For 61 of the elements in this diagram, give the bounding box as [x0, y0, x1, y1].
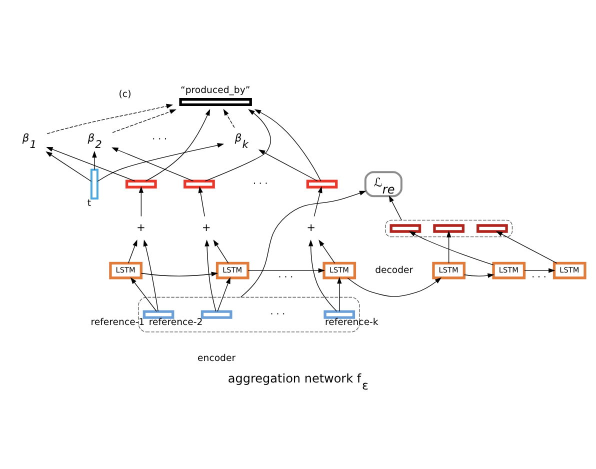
arrow [337, 277, 342, 312]
arrow [46, 104, 174, 134]
arrow [204, 109, 272, 182]
arrow [223, 108, 235, 128]
arrow [240, 190, 366, 298]
arrow [143, 240, 158, 312]
arrow [254, 109, 322, 182]
node-bar [200, 310, 232, 319]
arrow [46, 151, 92, 182]
arrow [464, 273, 494, 278]
arrow [388, 195, 402, 220]
arrow [217, 277, 230, 312]
arrow [128, 240, 138, 264]
node-bar [306, 180, 338, 188]
arrow [97, 143, 224, 182]
node-bar [125, 180, 157, 188]
label: · · · [270, 309, 286, 320]
arrow [112, 147, 194, 182]
node-bar [90, 168, 98, 200]
arrow [145, 108, 210, 182]
node-bar [142, 310, 174, 319]
node-text: + [136, 221, 146, 234]
arrow [204, 240, 216, 312]
arrow [112, 109, 176, 133]
label: encoder [198, 353, 236, 364]
arrow [258, 150, 318, 182]
edge-label: · · · [532, 272, 546, 284]
arrow [308, 240, 338, 312]
label: decoder [375, 265, 414, 276]
label: · · · [152, 134, 168, 146]
node-label: t [87, 198, 92, 209]
arrow [347, 277, 442, 297]
arrow [496, 231, 558, 264]
node-label: reference-k [325, 317, 378, 328]
arrow [130, 277, 157, 312]
arrow [198, 186, 205, 217]
node-bar [184, 180, 215, 188]
node-box [179, 98, 252, 106]
arrow [213, 240, 229, 264]
node-label: reference-1 [90, 317, 145, 328]
arrow [524, 268, 556, 273]
edge-label: · · · [278, 272, 294, 284]
arrow [408, 231, 494, 266]
arrow [92, 150, 97, 170]
label: (c) [118, 89, 132, 100]
node-label: “produced_by” [180, 84, 250, 96]
node-bar [433, 224, 464, 233]
arrow [446, 230, 452, 264]
arrow [140, 272, 218, 276]
arrow [318, 240, 336, 264]
label: · · · [252, 178, 268, 190]
node-text: + [202, 221, 211, 234]
arrow [46, 146, 136, 182]
node-bar [390, 224, 422, 233]
node-bar [476, 224, 508, 233]
arrow [248, 268, 326, 273]
node-bar [324, 310, 356, 319]
node-label: reference-2 [148, 317, 203, 328]
arrow [314, 186, 322, 217]
node-text: + [306, 221, 316, 234]
arrow [138, 186, 144, 217]
